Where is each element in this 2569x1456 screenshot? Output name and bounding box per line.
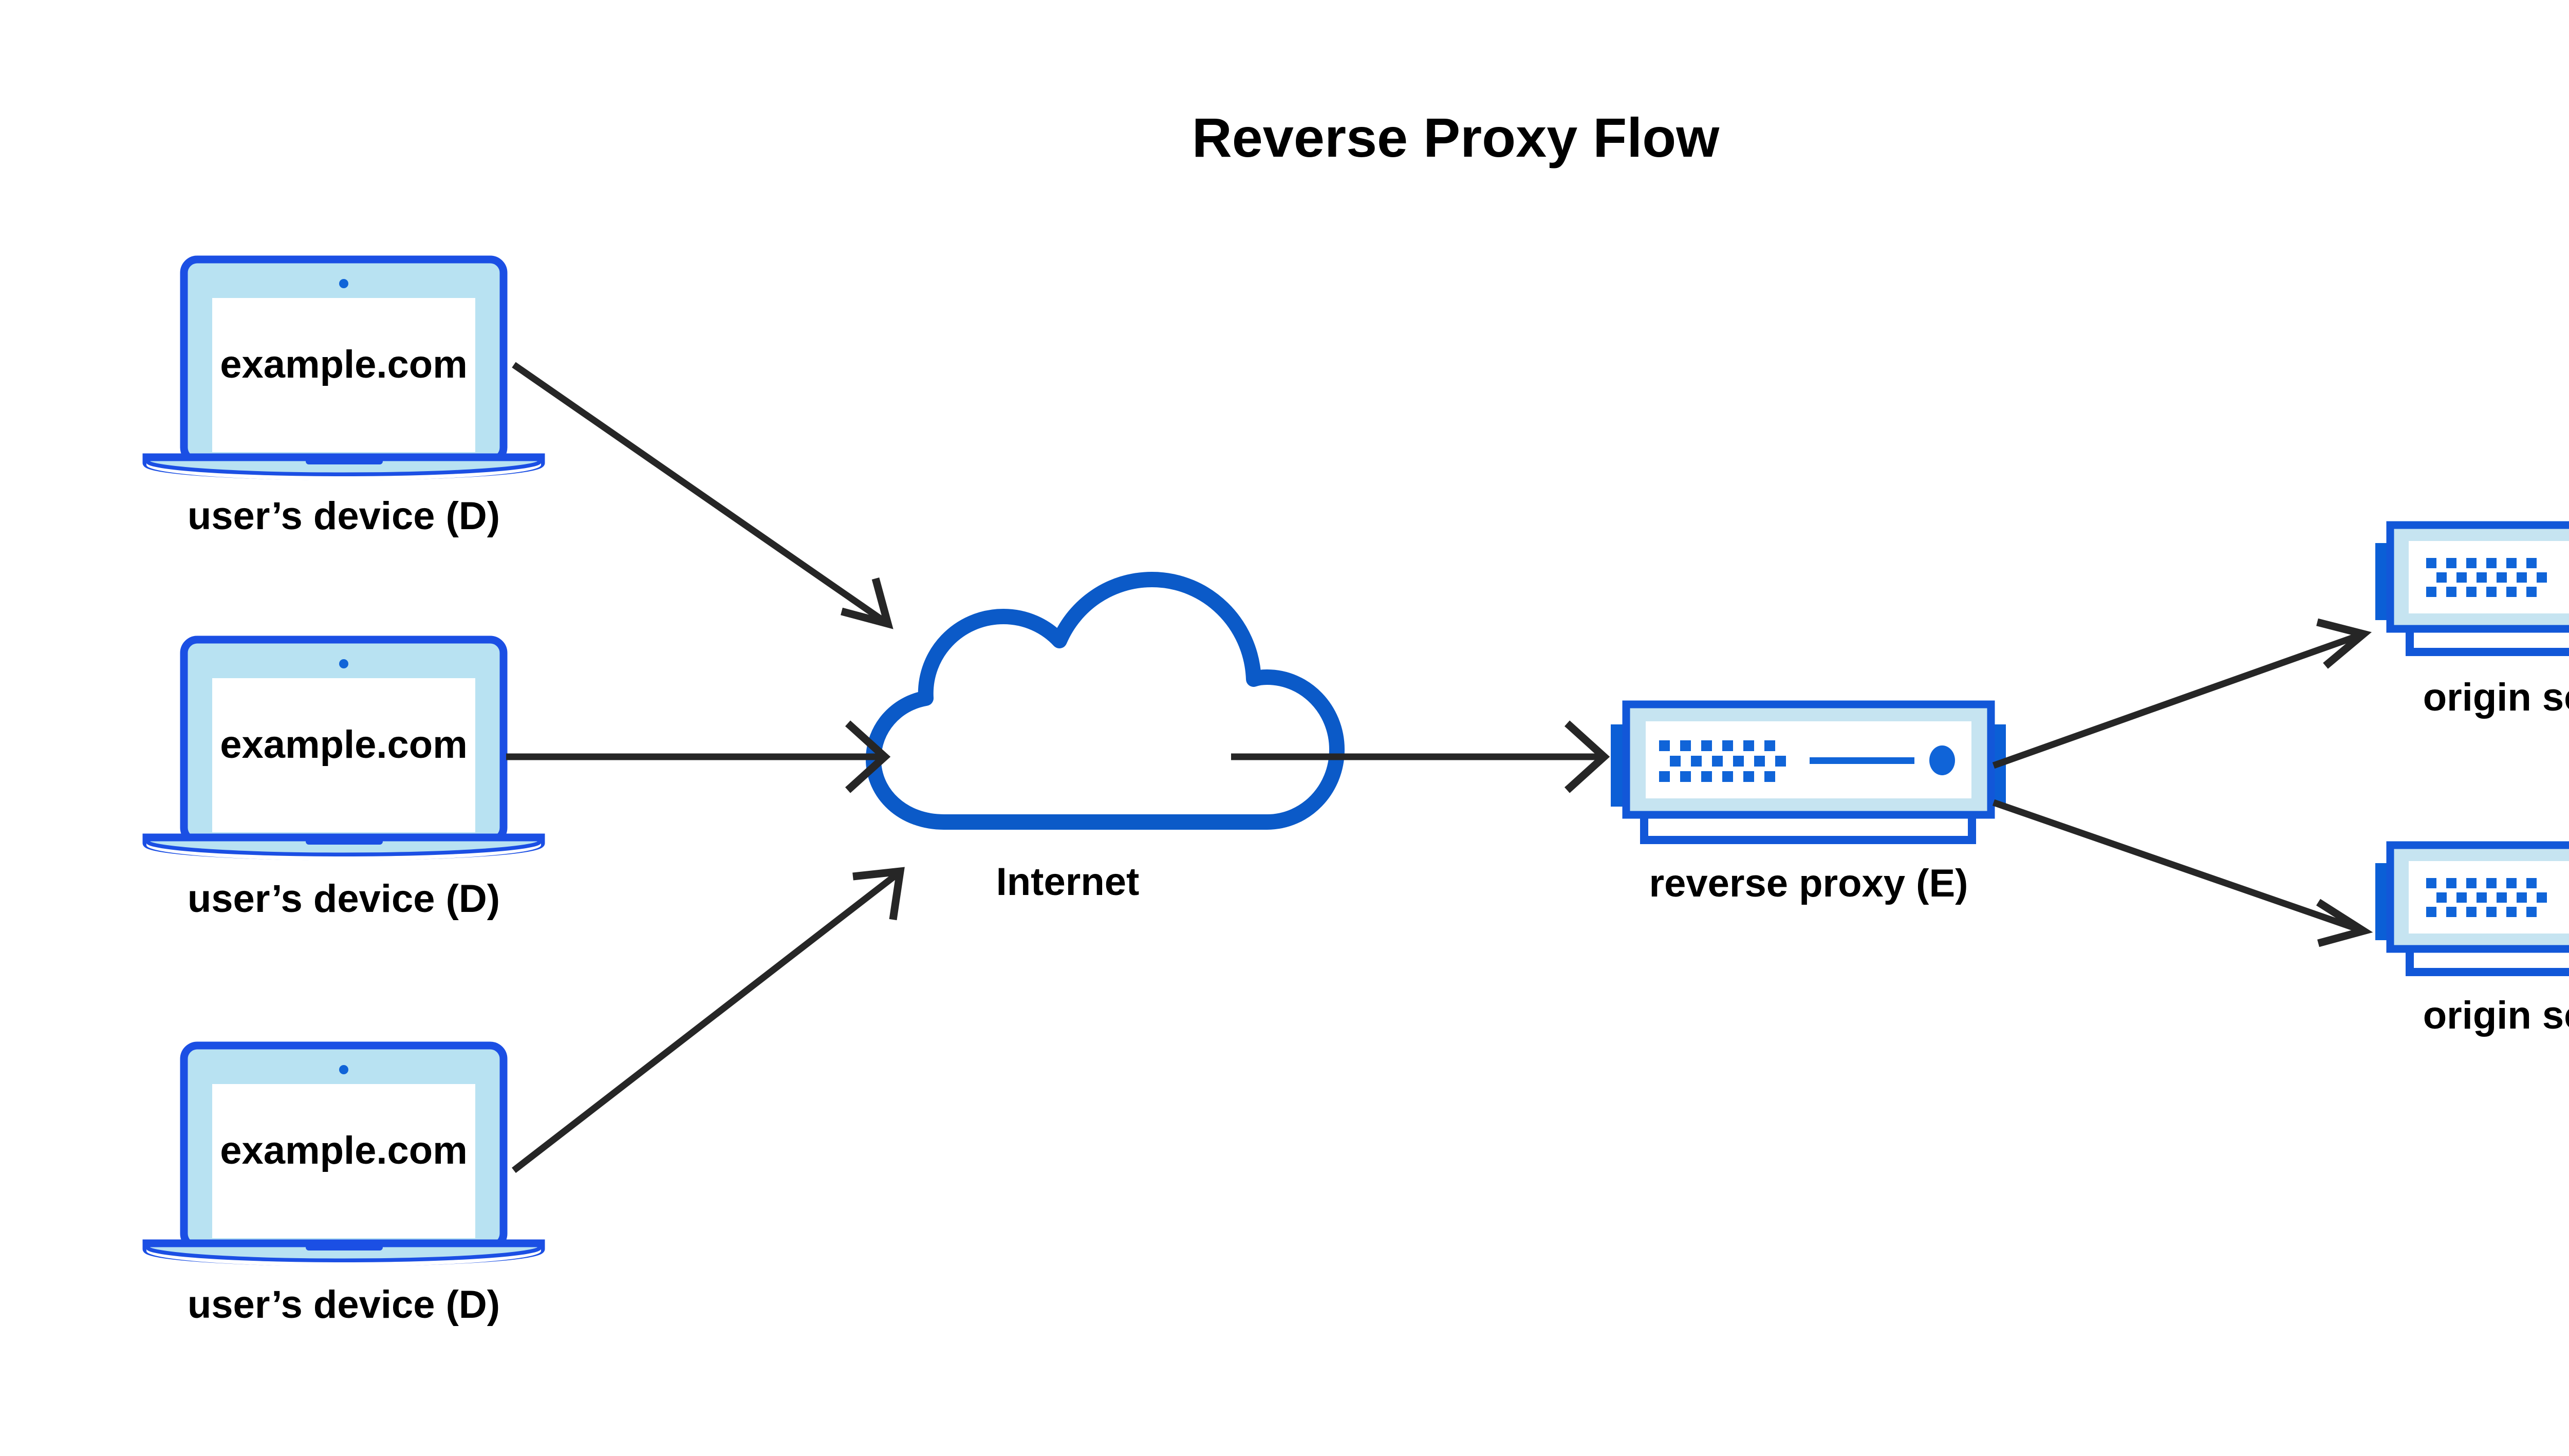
node-user-device-2[interactable]: example.com user’s device (D)	[142, 636, 545, 921]
laptop-trackpad-notch	[306, 1243, 383, 1250]
webcam-icon	[339, 659, 348, 668]
edge-device3-internet	[512, 867, 905, 1173]
webcam-icon	[339, 1065, 348, 1074]
device-caption: user’s device (D)	[188, 494, 500, 538]
server-port-grid	[2426, 558, 2547, 597]
laptop-trackpad-notch	[306, 837, 383, 845]
node-reverse-proxy[interactable]: reverse proxy (E)	[1611, 700, 2006, 905]
edge-internet-proxy	[1231, 720, 1610, 793]
server-status-dot	[1929, 745, 1955, 775]
server-port-grid	[2426, 878, 2547, 917]
laptop-display	[212, 298, 475, 452]
laptop-display	[212, 678, 475, 832]
edge-device1-internet	[512, 362, 893, 629]
device-screen-text: example.com	[220, 1129, 468, 1172]
server-status-line	[1810, 757, 1914, 764]
laptop-base	[142, 453, 545, 480]
laptop-base	[142, 1239, 545, 1266]
laptop-display	[212, 1084, 475, 1238]
page-title: Reverse Proxy Flow	[1192, 106, 1720, 169]
reverse-proxy-label: reverse proxy (E)	[1649, 862, 1968, 905]
cloud-icon	[866, 572, 1345, 830]
node-user-device-1[interactable]: example.com user’s device (D)	[142, 255, 545, 538]
node-origin-server-1[interactable]: origin server (F)	[2375, 521, 2569, 719]
laptop-base	[142, 833, 545, 861]
edge-device2-internet	[506, 720, 891, 793]
laptop-base-lower	[146, 1249, 541, 1266]
origin-server-label: origin server (F)	[2423, 994, 2569, 1037]
node-user-device-3[interactable]: example.com user’s device (D)	[142, 1041, 545, 1327]
node-origin-server-2[interactable]: origin server (F)	[2375, 841, 2569, 1037]
edge-proxy-origin1	[1992, 618, 2372, 769]
origin-server-label: origin server (F)	[2423, 676, 2569, 719]
device-caption: user’s device (D)	[188, 1283, 500, 1327]
laptop-trackpad-notch	[306, 457, 383, 464]
laptop-base-lower	[146, 843, 541, 861]
node-internet[interactable]: Internet	[866, 572, 1345, 904]
device-screen-text: example.com	[220, 343, 468, 386]
server-port-grid	[1659, 740, 1786, 782]
webcam-icon	[339, 279, 348, 288]
internet-label: Internet	[996, 860, 1140, 904]
device-caption: user’s device (D)	[188, 877, 500, 921]
edge-proxy-origin2	[1992, 799, 2373, 947]
device-screen-text: example.com	[220, 723, 468, 767]
laptop-base-lower	[146, 463, 541, 480]
